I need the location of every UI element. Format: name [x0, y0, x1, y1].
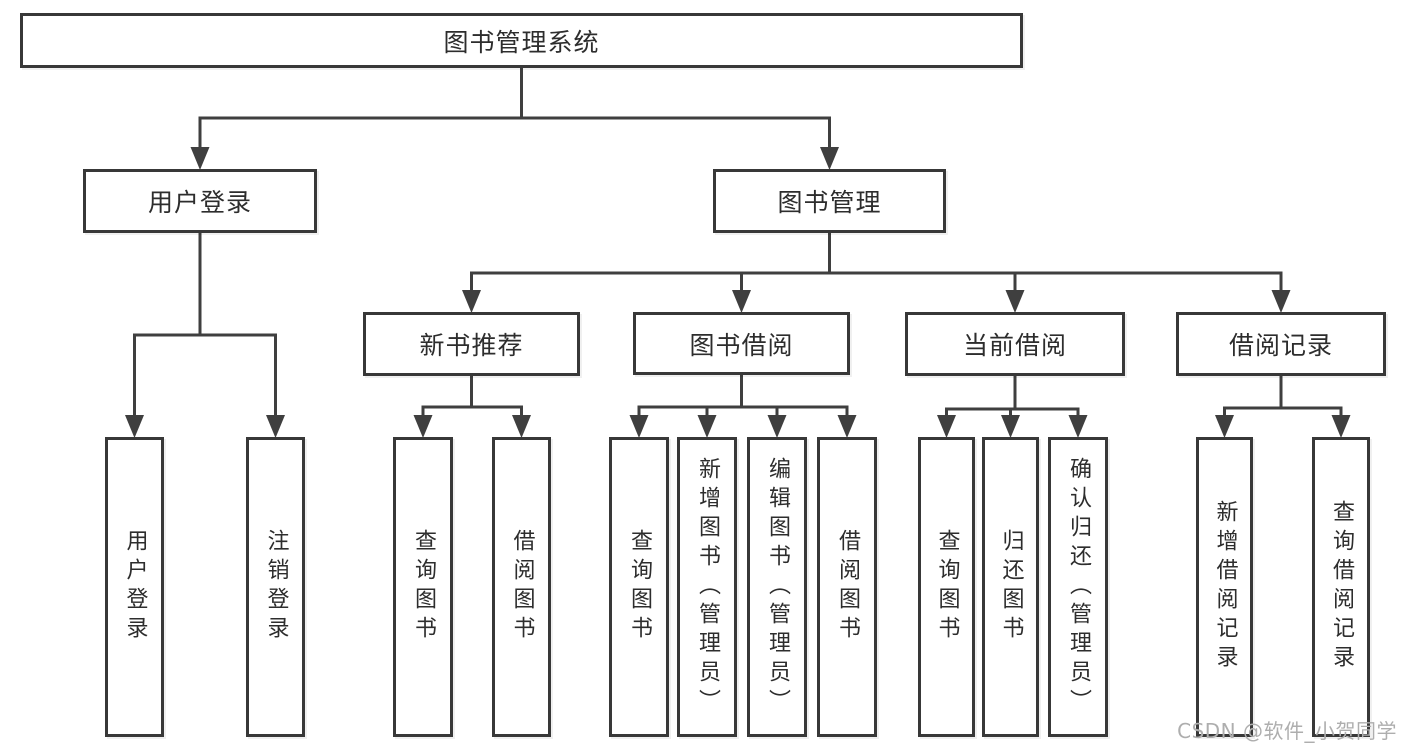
- node-leaf-query-book-current: 查询图书: [918, 437, 975, 737]
- node-leaf-borrow-book: 借阅图书: [817, 437, 877, 737]
- node-leaf-query-book-new: 查询图书: [393, 437, 453, 737]
- node-label-leaf-query-book-new: 查询图书: [411, 529, 436, 645]
- node-current-borrow: 当前借阅: [905, 312, 1125, 376]
- node-leaf-borrow-book-new: 借阅图书: [492, 437, 551, 737]
- node-label-leaf-add-record: 新增借阅记录: [1212, 500, 1238, 674]
- node-leaf-query-book-borrow: 查询图书: [609, 437, 669, 737]
- node-label-book-management: 图书管理: [777, 188, 882, 217]
- node-borrow-records: 借阅记录: [1176, 312, 1386, 376]
- node-label-leaf-query-record: 查询借阅记录: [1329, 500, 1354, 674]
- node-leaf-query-record: 查询借阅记录: [1312, 437, 1370, 737]
- node-label-leaf-borrow-book-new: 借阅图书: [509, 529, 535, 645]
- node-new-book-recommend: 新书推荐: [363, 312, 580, 376]
- node-label-leaf-confirm-return: 确认归还（管理员）: [1066, 456, 1091, 718]
- node-label-root: 图书管理系统: [443, 27, 600, 57]
- node-root: 图书管理系统: [20, 13, 1023, 68]
- node-label-current-borrow: 当前借阅: [962, 331, 1067, 360]
- node-label-leaf-user-login: 用户登录: [122, 529, 148, 645]
- node-label-new-book-recommend: 新书推荐: [419, 331, 524, 360]
- node-leaf-add-record: 新增借阅记录: [1196, 437, 1253, 737]
- node-user-login: 用户登录: [83, 169, 317, 233]
- node-label-user-login: 用户登录: [147, 188, 252, 217]
- node-label-book-borrow: 图书借阅: [689, 330, 794, 360]
- node-label-leaf-add-book-admin: 新增图书（管理员）: [695, 456, 720, 718]
- node-label-leaf-logout: 注销登录: [263, 529, 289, 645]
- node-leaf-logout: 注销登录: [246, 437, 305, 737]
- node-leaf-return-book: 归还图书: [982, 437, 1039, 737]
- node-book-management: 图书管理: [713, 169, 946, 233]
- node-leaf-add-book-admin: 新增图书（管理员）: [677, 437, 737, 737]
- node-label-leaf-borrow-book: 借阅图书: [835, 529, 860, 645]
- csdn-watermark: CSDN @软件_小贺同学: [1177, 719, 1397, 743]
- node-label-leaf-return-book: 归还图书: [998, 529, 1024, 645]
- node-label-borrow-records: 借阅记录: [1228, 331, 1333, 360]
- node-leaf-edit-book-admin: 编辑图书（管理员）: [747, 437, 807, 737]
- node-label-leaf-query-book-borrow: 查询图书: [627, 529, 652, 645]
- node-book-borrow: 图书借阅: [633, 312, 850, 375]
- node-leaf-confirm-return: 确认归还（管理员）: [1048, 437, 1108, 737]
- node-label-leaf-query-book-current: 查询图书: [934, 529, 960, 645]
- node-leaf-user-login: 用户登录: [105, 437, 164, 737]
- node-label-leaf-edit-book-admin: 编辑图书（管理员）: [765, 456, 790, 718]
